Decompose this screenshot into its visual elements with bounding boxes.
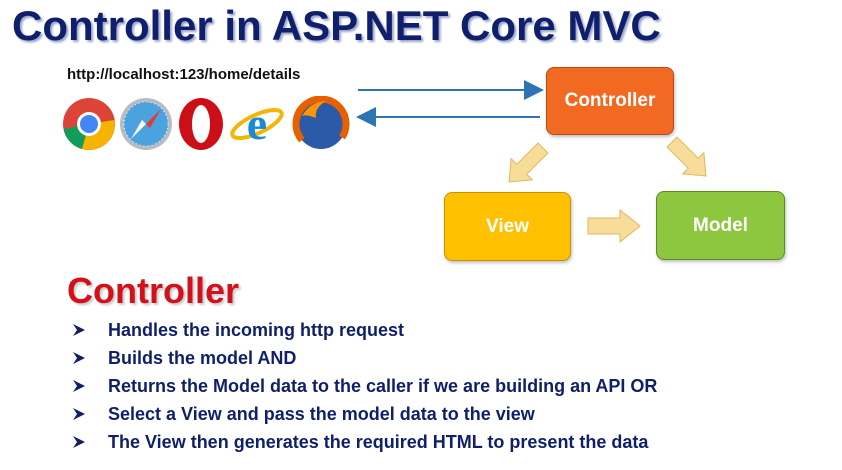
list-item: The View then generates the required HTM… [72, 428, 657, 456]
safari-icon [120, 98, 172, 150]
controller-to-view-arrow [508, 142, 549, 183]
list-item: Returns the Model data to the caller if … [72, 372, 657, 400]
bullet-text: Builds the model AND [108, 348, 297, 368]
svg-text:e: e [247, 98, 267, 149]
bullet-text: Returns the Model data to the caller if … [108, 376, 658, 396]
view-box: View [444, 192, 571, 261]
internet-explorer-icon: e [230, 98, 284, 149]
section-heading: Controller [67, 270, 240, 311]
arrow-bullet-icon [72, 435, 108, 449]
page-title: Controller in ASP.NET Core MVC [12, 2, 661, 49]
arrow-bullet-icon [72, 379, 108, 393]
arrow-bullet-icon [72, 323, 108, 337]
list-item: Select a View and pass the model data to… [72, 400, 657, 428]
model-box: Model [656, 191, 785, 260]
bullet-list: Handles the incoming http request Builds… [72, 316, 657, 456]
chrome-icon [63, 98, 115, 150]
url-text: http://localhost:123/home/details [67, 66, 301, 83]
bullet-text: The View then generates the required HTM… [108, 432, 649, 452]
arrow-bullet-icon [72, 351, 108, 365]
firefox-icon [292, 96, 350, 152]
bullet-text: Select a View and pass the model data to… [108, 404, 535, 424]
controller-to-model-arrow [666, 136, 707, 177]
controller-box: Controller [546, 67, 674, 135]
list-item: Builds the model AND [72, 344, 657, 372]
opera-icon [179, 98, 223, 150]
arrow-bullet-icon [72, 407, 108, 421]
list-item: Handles the incoming http request [72, 316, 657, 344]
bullet-text: Handles the incoming http request [108, 320, 405, 340]
view-to-model-arrow [587, 208, 641, 244]
